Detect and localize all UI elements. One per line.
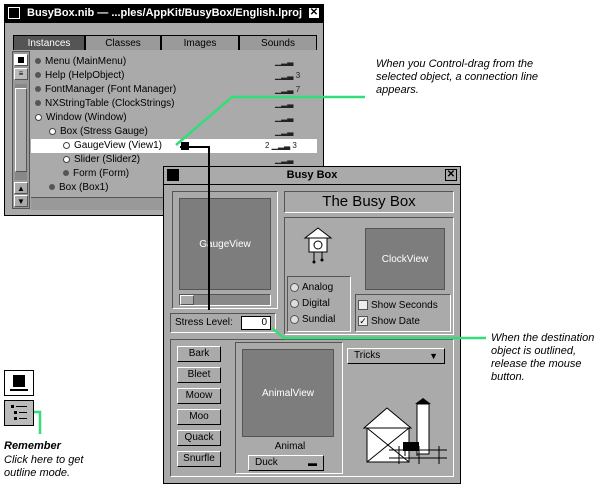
gauge-view[interactable]: GaugeView	[179, 198, 271, 290]
show-date-checkbox[interactable]: ✓Show Date	[358, 316, 420, 327]
quack-button[interactable]: Quack	[177, 430, 221, 446]
stress-gauge-box: GaugeView	[172, 191, 278, 309]
connection-indicator: ▁▂▃	[275, 99, 294, 108]
list-item[interactable]: Window (Window)▁▂▃	[31, 111, 317, 125]
clock-view[interactable]: ClockView	[365, 228, 445, 290]
tab-images[interactable]: Images	[161, 35, 239, 50]
tab-instances[interactable]: Instances	[13, 35, 85, 50]
animal-group-label: Animal	[274, 441, 306, 452]
object-icon	[35, 72, 41, 79]
list-item[interactable]: Slider (Slider2)▁▂▃	[31, 153, 317, 167]
stress-form-box: Stress Level: 0	[170, 313, 276, 333]
stress-slider[interactable]	[179, 294, 271, 306]
list-item[interactable]: Box (Stress Gauge)▁▂▃	[31, 125, 317, 139]
busy-box-heading: The Busy Box	[322, 193, 416, 210]
busy-box-window: Busy Box ✕ GaugeView Stress Level: 0 The…	[163, 166, 461, 484]
busy-box-titlebar[interactable]: Busy Box ✕	[164, 167, 460, 185]
mode-strip: ≡ ▲ ▼	[12, 51, 30, 209]
tricks-popup[interactable]: Tricks▼	[347, 348, 445, 364]
radio-digital[interactable]: Digital	[290, 297, 330, 311]
connection-indicator: ▁▂▃	[275, 155, 294, 164]
slider-knob[interactable]	[180, 295, 194, 305]
bark-button[interactable]: Bark	[177, 346, 221, 362]
list-item[interactable]: Form (Form)	[31, 167, 317, 181]
list-item[interactable]: FontManager (Font Manager)▁▂▃ 7	[31, 83, 317, 97]
outline-mode-callout-button[interactable]	[4, 400, 34, 426]
connection-indicator: ▁▂▃ 7	[275, 85, 301, 94]
object-icon	[49, 184, 55, 191]
callout-line-destination	[270, 326, 490, 346]
animal-box: Bark Bleet Moow Moo Quack Snurfle Animal…	[170, 339, 454, 477]
busy-close-button[interactable]: ✕	[445, 169, 457, 181]
miniaturize-button[interactable]	[167, 169, 179, 181]
icon-mode-button[interactable]	[14, 54, 28, 66]
clock-type-radio-group: Analog Digital Sundial	[287, 276, 351, 332]
clock-options-box: Show Seconds ✓Show Date	[355, 294, 451, 332]
moo-button[interactable]: Moo	[177, 409, 221, 425]
cuckoo-clock-icon	[303, 226, 333, 264]
animal-view[interactable]: AnimalView	[242, 349, 334, 437]
show-seconds-checkbox[interactable]: Show Seconds	[358, 299, 438, 313]
expanded-icon[interactable]	[35, 113, 42, 121]
scroll-knob[interactable]	[15, 88, 27, 172]
list-item[interactable]: NXStringTable (ClockStrings)▁▂▃	[31, 97, 317, 111]
scroll-track[interactable]	[15, 84, 27, 180]
connection-indicator: ▁▂▃	[275, 113, 294, 122]
clock-box: ClockView Analog Digital Sundial Show Se…	[284, 217, 454, 335]
nib-window-title: BusyBox.nib — ...ples/AppKit/BusyBox/Eng…	[27, 7, 303, 19]
miniaturize-button[interactable]	[8, 7, 20, 19]
list-item[interactable]: Menu (MainMenu)▁▂▃	[31, 55, 317, 69]
connection-indicator: ▁▂▃	[275, 127, 294, 136]
icon-mode-callout-button[interactable]	[4, 370, 34, 396]
list-item[interactable]: Box (Box1)	[31, 181, 317, 195]
object-icon	[63, 155, 70, 163]
object-icon	[35, 86, 41, 93]
radio-sundial[interactable]: Sundial	[290, 313, 335, 327]
busy-box-title: Busy Box	[286, 169, 338, 181]
object-icon	[63, 170, 69, 177]
farm-icon	[359, 398, 449, 468]
note-control-drag: When you Control-drag from the selected …	[376, 58, 539, 96]
moow-button[interactable]: Moow	[177, 388, 221, 404]
popup-arrow-icon: ▬	[308, 458, 317, 468]
scroll-down-button[interactable]: ▼	[14, 195, 28, 207]
list-item[interactable]: Help (HelpObject)▁▂▃ 3	[31, 69, 317, 83]
object-icon	[63, 141, 70, 149]
connection-indicator: 2 ▁▂▃ 3	[265, 141, 297, 150]
animal-popup[interactable]: Duck▬	[248, 455, 324, 471]
stress-level-label: Stress Level:	[175, 317, 233, 328]
scroll-up-button[interactable]: ▲	[14, 182, 28, 194]
nib-window: BusyBox.nib — ...ples/AppKit/BusyBox/Eng…	[4, 4, 324, 216]
radio-analog[interactable]: Analog	[290, 281, 333, 295]
tab-classes[interactable]: Classes	[85, 35, 161, 50]
bleet-button[interactable]: Bleet	[177, 367, 221, 383]
callout-line-drag	[170, 90, 370, 150]
busy-box-heading-box: The Busy Box	[284, 191, 454, 213]
connection-line	[180, 146, 210, 312]
nib-close-button[interactable]: ✕	[308, 7, 320, 19]
remember-text: Click here to get outline mode.	[4, 454, 84, 479]
nib-window-titlebar[interactable]: BusyBox.nib — ...ples/AppKit/BusyBox/Eng…	[5, 5, 323, 23]
object-icon	[35, 100, 41, 107]
tab-sounds[interactable]: Sounds	[239, 35, 317, 50]
connection-indicator: ▁▂▃ 3	[275, 71, 301, 80]
outline-mode-button[interactable]: ≡	[14, 68, 28, 80]
stress-level-field[interactable]: 0	[241, 316, 271, 330]
connection-indicator: ▁▂▃	[275, 57, 294, 66]
expanded-icon[interactable]	[49, 127, 56, 135]
snurfle-button[interactable]: Snurfle	[177, 451, 221, 467]
popup-arrow-icon: ▼	[429, 351, 438, 361]
remember-title: Remember	[4, 440, 61, 452]
object-icon	[35, 58, 41, 65]
note-destination: When the destination object is outlined,…	[491, 332, 595, 383]
mode-buttons-callout	[4, 370, 34, 432]
animal-view-box: AnimalView Animal Duck▬	[235, 342, 343, 474]
